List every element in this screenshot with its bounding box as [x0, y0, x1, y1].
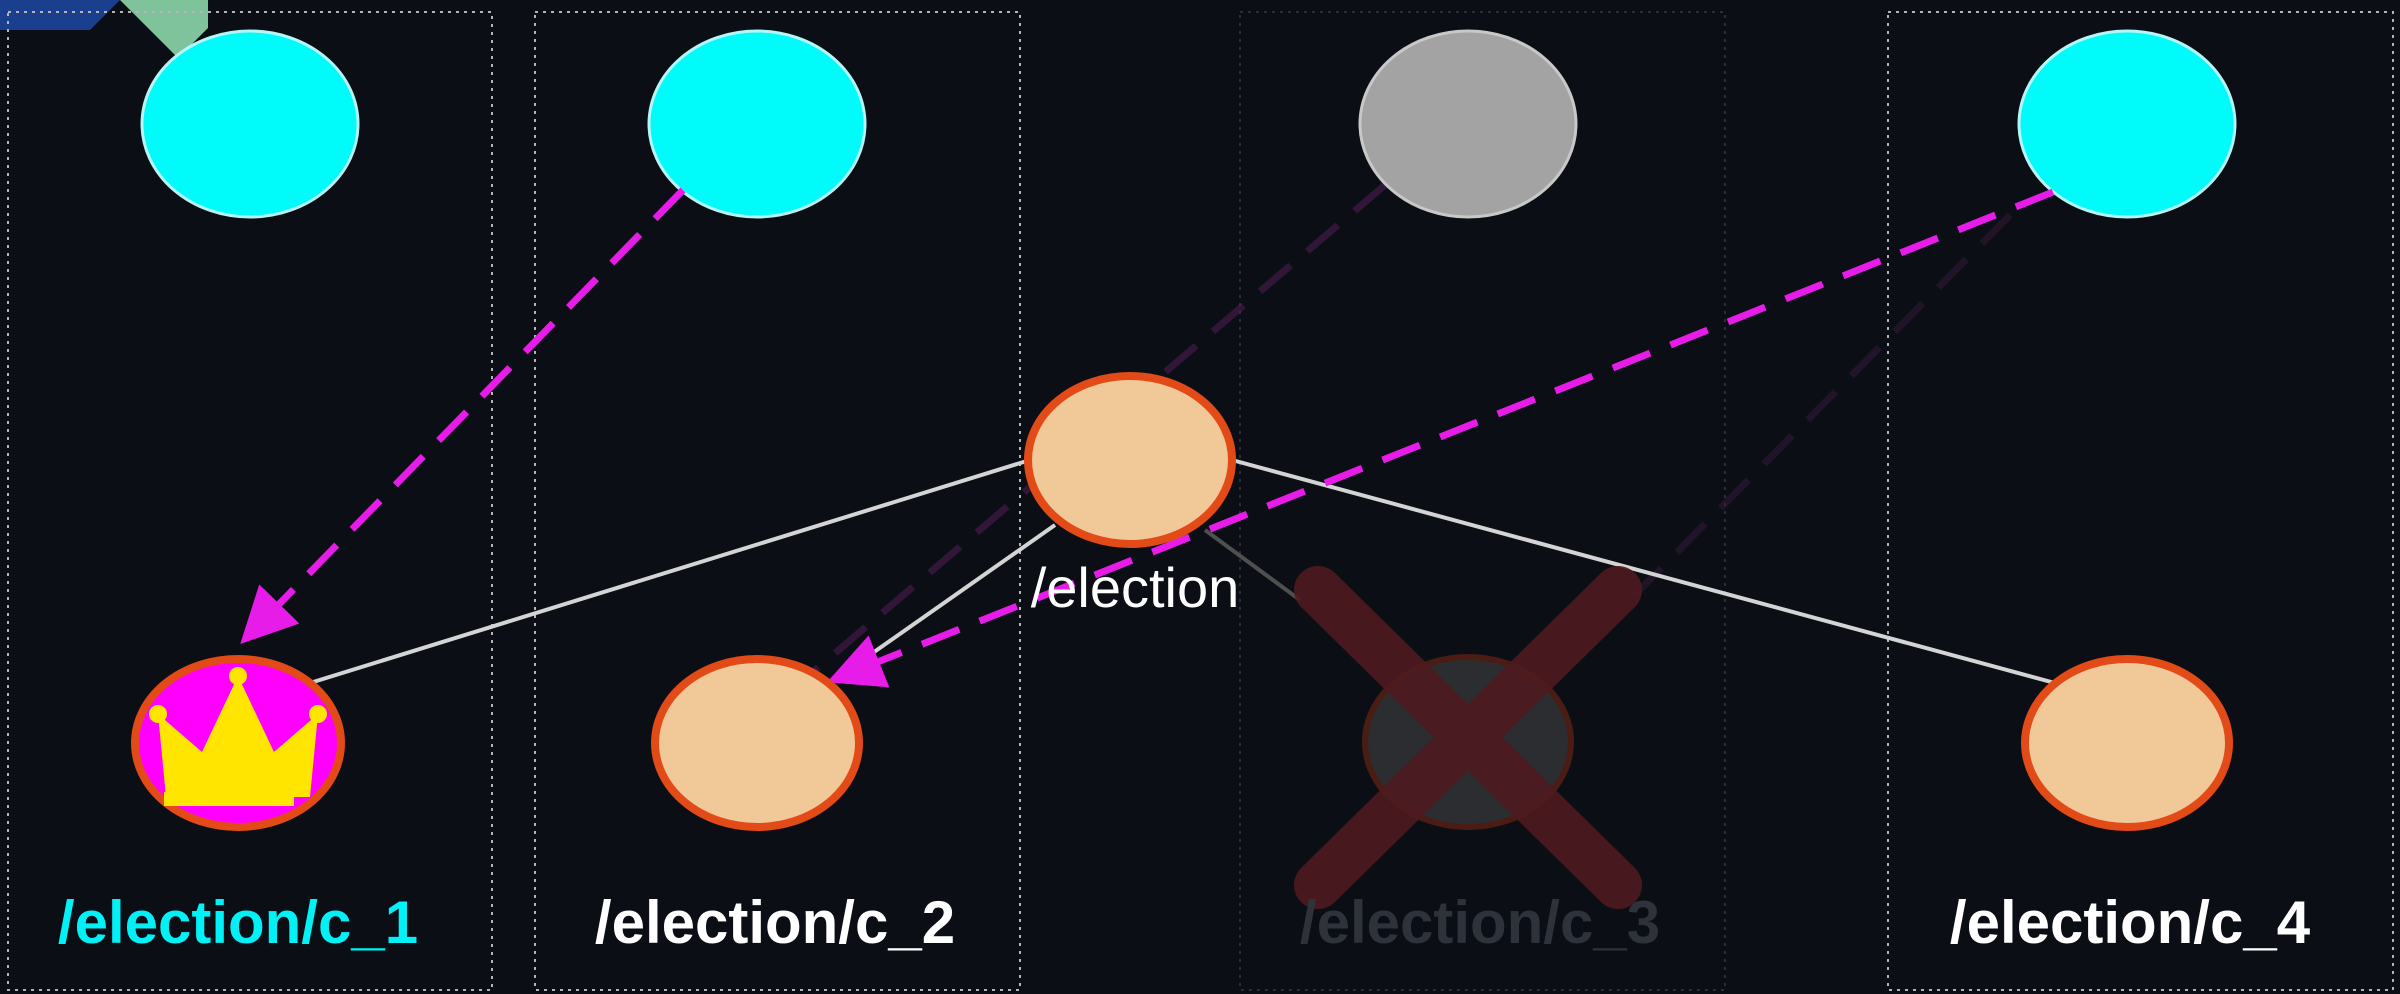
column-box-c1: [7, 11, 493, 991]
column-box-c4: [1887, 11, 2394, 991]
faded-watch-arrow-c4-c3: [1617, 212, 2013, 613]
watch-arrow-c2-to-c1: [240, 187, 686, 645]
hub-link-c4: [1231, 458, 2056, 685]
hub-node: [1024, 372, 1236, 548]
znode-label-c2: /election/c_2: [594, 889, 956, 956]
znode-c4: [2021, 655, 2233, 831]
corner-decoration-blue: [0, 0, 120, 30]
column-box-c2: [534, 11, 1021, 991]
failure-cross-icon: [1294, 566, 1642, 909]
client-c2: [647, 29, 867, 219]
hub-link-c1: [309, 458, 1031, 685]
znode-label-c3: /election/c_3: [1299, 889, 1661, 956]
znode-label-c4: /election/c_4: [1949, 889, 2311, 956]
znode-c2: [651, 655, 863, 831]
client-c4: [2017, 29, 2237, 219]
watch-arrow-c4-to-c2: [827, 188, 2055, 688]
hub-label: /election: [1030, 556, 1240, 619]
hub-link-c3: [1203, 528, 1302, 602]
crown-icon: [149, 667, 327, 806]
client-c1: [140, 29, 360, 219]
client-c3: [1358, 29, 1578, 219]
column-box-c3: [1239, 11, 1726, 991]
znode-label-c1: /election/c_1: [57, 889, 419, 956]
corner-decoration-green: [120, 0, 208, 58]
